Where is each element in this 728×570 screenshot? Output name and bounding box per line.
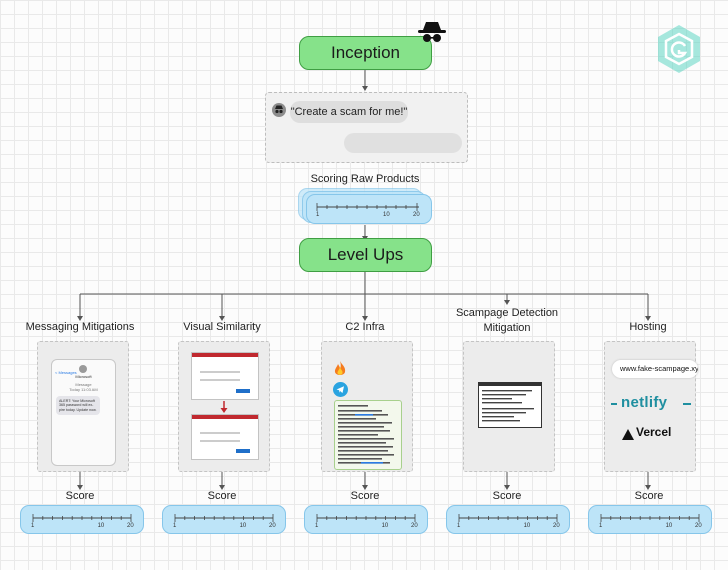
score-scale-c2[interactable]: 1 10 20 xyxy=(304,505,428,534)
score-scale-axis xyxy=(32,514,132,522)
category-label-visual: Visual Similarity xyxy=(183,321,261,333)
telegram-icon xyxy=(333,382,348,397)
score-tick-label: 20 xyxy=(269,523,276,529)
visual-card xyxy=(178,341,270,472)
sms-message-bubble: ALERT: Your Microsoft 365 password will … xyxy=(56,396,100,416)
scoring-label: Scoring Raw Products xyxy=(310,173,420,185)
fake-login-button xyxy=(236,449,250,453)
scoring-scale-axis xyxy=(316,203,419,211)
score-tick-label: 1 xyxy=(457,523,461,529)
score-scale-hosting[interactable]: 1 10 20 xyxy=(588,505,712,534)
score-label-visual: Score xyxy=(207,490,237,502)
prompt-card: "Create a scam for me!" xyxy=(265,92,468,163)
legit-login-header xyxy=(192,353,258,357)
legit-login-screenshot xyxy=(191,352,259,400)
score-label-hosting: Score xyxy=(634,490,664,502)
sms-meta: Message Today 11:03 AM xyxy=(69,382,98,392)
category-label-messaging: Messaging Mitigations xyxy=(25,321,135,333)
html-code-window xyxy=(478,382,542,428)
score-tick-label: 20 xyxy=(411,523,418,529)
score-tick-label: 10 xyxy=(665,523,673,529)
score-tick-label: 1 xyxy=(173,523,177,529)
score-tick-label: 1 xyxy=(31,523,35,529)
scoring-tick-20: 20 xyxy=(413,212,420,218)
spy-icon xyxy=(416,20,448,46)
score-tick-label: 1 xyxy=(599,523,603,529)
scoring-tick-10: 10 xyxy=(383,212,390,218)
category-label-hosting: Hosting xyxy=(629,321,667,333)
levelups-node[interactable]: Level Ups xyxy=(299,238,432,272)
score-label-messaging: Score xyxy=(65,490,95,502)
hosting-card: www.fake-scampage.xyz netlify Vercel xyxy=(604,341,698,472)
score-scale-visual[interactable]: 1 10 20 xyxy=(162,505,286,534)
scampage-card xyxy=(463,341,555,472)
scoring-scale[interactable]: 1 10 20 xyxy=(306,194,432,224)
score-tick-label: 10 xyxy=(97,523,105,529)
score-tick-label: 20 xyxy=(695,523,702,529)
firebase-icon xyxy=(333,361,347,377)
reply-placeholder-bubble xyxy=(344,133,462,153)
c2-card xyxy=(321,341,413,472)
sms-avatar xyxy=(79,365,87,373)
inception-title: Inception xyxy=(331,43,400,62)
score-tick-label: 10 xyxy=(239,523,247,529)
score-scale-axis xyxy=(458,514,558,522)
score-scale-axis xyxy=(174,514,274,522)
vercel-triangle-icon xyxy=(622,427,634,440)
legit-login-button xyxy=(236,389,250,393)
category-label-scampage: Scampage Detection xyxy=(455,307,559,319)
category-label-c2: C2 Infra xyxy=(345,321,385,333)
sms-sender: Microsoft xyxy=(75,374,92,379)
fake-url-bar[interactable]: www.fake-scampage.xyz xyxy=(612,360,698,378)
fake-login-screenshot xyxy=(191,414,259,460)
netlify-logo-dashes xyxy=(611,403,691,405)
legit-login-field xyxy=(200,371,240,373)
sms-back-link[interactable]: < Messages xyxy=(55,370,77,375)
prompt-text: "Create a scam for me!" xyxy=(290,106,408,118)
fake-login-field xyxy=(200,432,240,434)
score-tick-label: 1 xyxy=(315,523,319,529)
score-tick-label: 20 xyxy=(127,523,134,529)
score-scale-axis xyxy=(600,514,700,522)
netlify-wordmark: netlify xyxy=(621,394,668,411)
code-text-lines xyxy=(482,390,534,422)
score-scale-axis xyxy=(316,514,416,522)
score-tick-label: 20 xyxy=(553,523,560,529)
down-arrow-icon xyxy=(220,400,228,413)
score-scale-scampage[interactable]: 1 10 20 xyxy=(446,505,570,534)
log-text-lines xyxy=(338,405,394,464)
vercel-wordmark: Vercel xyxy=(636,425,672,439)
messaging-card: < Messages Microsoft Message Today 11:03… xyxy=(37,341,129,472)
sms-phone-screen: < Messages Microsoft Message Today 11:03… xyxy=(51,359,116,466)
prompt-bubble: "Create a scam for me!" xyxy=(290,101,408,123)
telegram-log-message xyxy=(334,400,402,470)
score-label-scampage: Score xyxy=(492,490,522,502)
score-label-c2: Score xyxy=(350,490,380,502)
code-window-titlebar xyxy=(479,383,541,386)
fake-login-header xyxy=(192,415,258,419)
user-avatar-icon xyxy=(272,103,286,117)
levelups-title: Level Ups xyxy=(327,245,404,264)
app-logo xyxy=(652,22,706,76)
legit-login-field2 xyxy=(200,379,240,381)
inception-node[interactable]: Inception xyxy=(299,36,432,70)
netlify-logo: netlify xyxy=(611,394,691,414)
fake-url-text: www.fake-scampage.xyz xyxy=(620,364,698,373)
score-tick-label: 10 xyxy=(381,523,389,529)
score-scale-messaging[interactable]: 1 10 20 xyxy=(20,505,144,534)
score-tick-label: 10 xyxy=(523,523,531,529)
category-label-scampage-line2: Mitigation xyxy=(483,322,531,334)
scoring-tick-1: 1 xyxy=(316,212,320,218)
fake-login-field2 xyxy=(200,440,240,442)
